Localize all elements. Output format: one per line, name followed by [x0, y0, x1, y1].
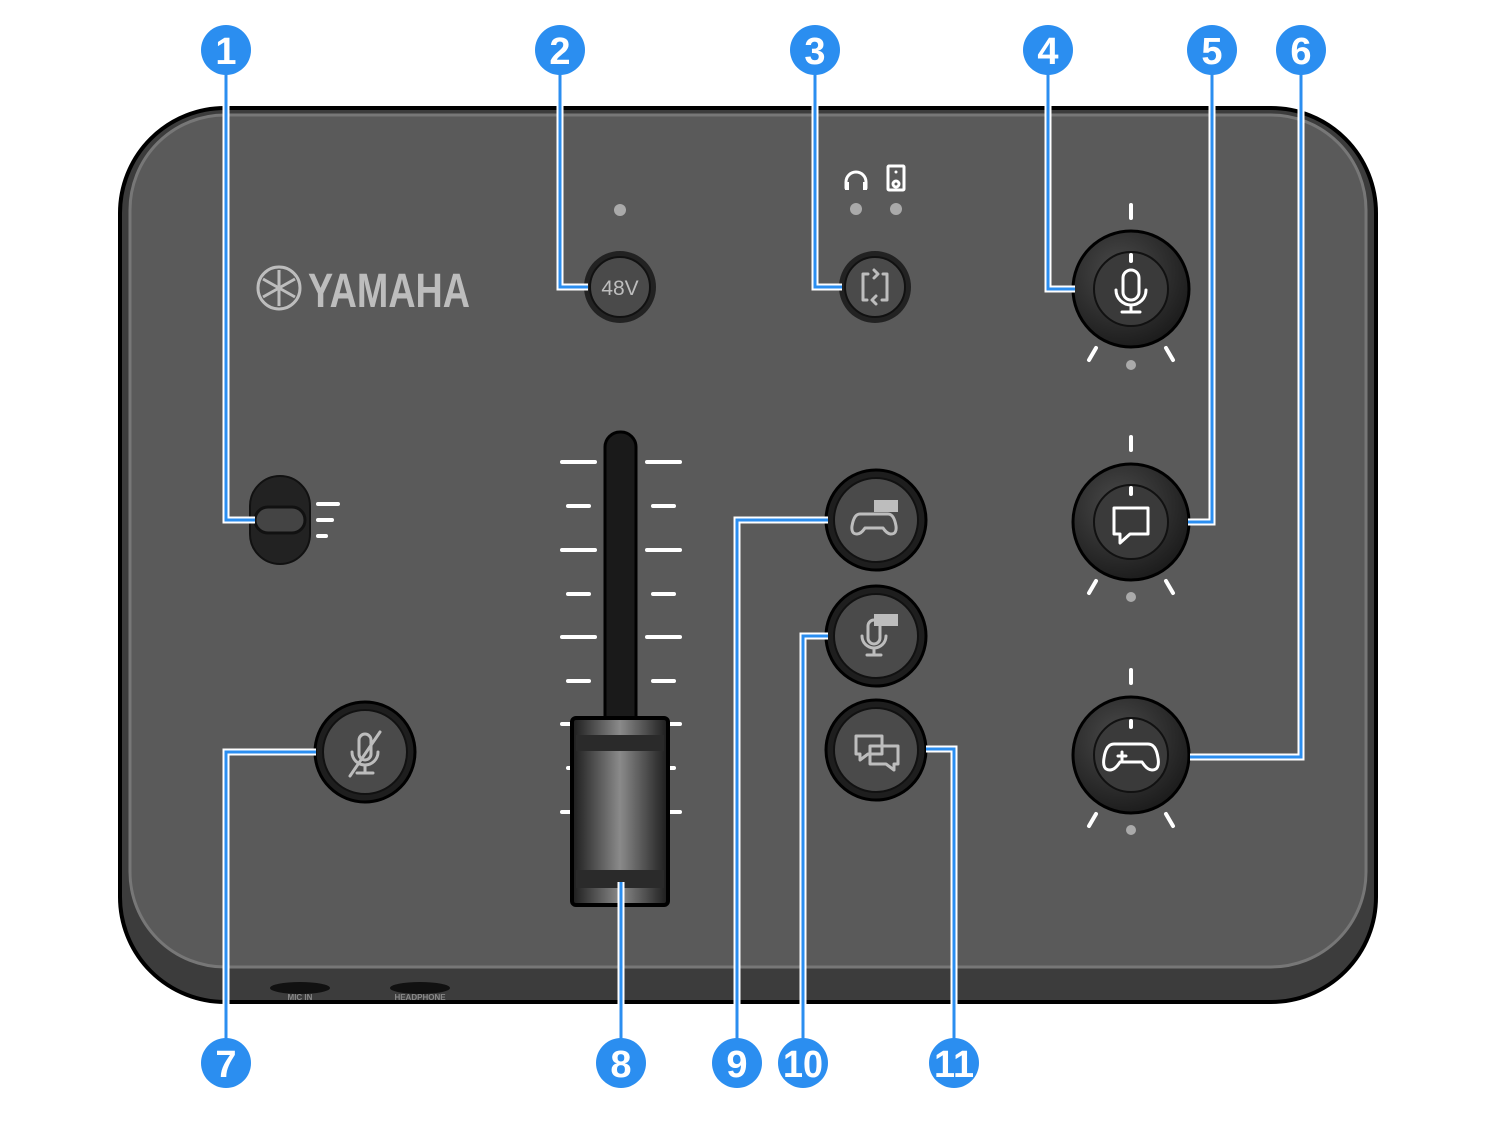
- callout-1: 1: [201, 25, 251, 75]
- main-fader[interactable]: [570, 716, 670, 907]
- phantom-power-button[interactable]: 48V: [584, 251, 656, 323]
- brand-text: YAMAHA: [308, 265, 470, 318]
- svg-text:6: 6: [1290, 31, 1311, 73]
- svg-text:7: 7: [215, 1044, 236, 1086]
- callout-4: 4: [1023, 25, 1073, 75]
- device-body: [118, 106, 1378, 1004]
- headphones-led: [850, 203, 862, 215]
- svg-text:10: 10: [783, 1044, 823, 1086]
- callout-9: 9: [712, 1038, 762, 1088]
- mic-mute-icon: [348, 730, 382, 778]
- mic-mute-button[interactable]: [313, 700, 417, 804]
- output-select-button[interactable]: [839, 251, 911, 323]
- svg-text:1: 1: [215, 31, 236, 73]
- callout-10: 10: [778, 1038, 828, 1088]
- callout-5: 5: [1187, 25, 1237, 75]
- callout-8: 8: [596, 1038, 646, 1088]
- speaker-icon: [886, 164, 906, 192]
- chat-mix-icon: [854, 734, 900, 772]
- headphones-icon: [844, 170, 868, 190]
- svg-text:9: 9: [726, 1044, 747, 1086]
- mic-in-label: MIC IN: [288, 993, 313, 1002]
- callout-11: 11: [929, 1038, 979, 1088]
- tuning-fork-icon: [256, 265, 302, 311]
- callout-6: 6: [1276, 25, 1326, 75]
- mic-in-jack: MIC IN: [270, 982, 330, 1002]
- chat-volume-knob[interactable]: [1071, 435, 1191, 602]
- gamepad-icon: [1102, 742, 1160, 772]
- svg-text:5: 5: [1201, 31, 1222, 73]
- svg-text:11: 11: [934, 1044, 974, 1086]
- swap-icon[interactable]: [861, 268, 889, 306]
- mic-icon: [1114, 268, 1148, 314]
- game-volume-knob[interactable]: [1071, 668, 1191, 835]
- callout-3: 3: [790, 25, 840, 75]
- mic-fx-icon: [860, 614, 898, 657]
- chat-mix-button[interactable]: [824, 698, 928, 802]
- mic-fx-button[interactable]: [824, 584, 928, 688]
- speaker-led: [890, 203, 902, 215]
- mic-volume-knob[interactable]: [1071, 203, 1191, 370]
- headphone-label: HEADPHONE: [394, 993, 446, 1002]
- yamaha-logo: YAMAHA: [256, 265, 470, 318]
- game-fx-icon: [850, 500, 898, 536]
- svg-text:4: 4: [1037, 31, 1058, 73]
- callouts: 1 2 3 4 5 6 7 8 9 10 11: [201, 25, 1326, 1088]
- callout-7: 7: [201, 1038, 251, 1088]
- fader-track: [603, 430, 638, 734]
- phantom-label: 48V: [601, 277, 638, 300]
- svg-text:8: 8: [610, 1044, 631, 1086]
- phantom-led: [614, 204, 626, 216]
- headphone-jack: HEADPHONE: [390, 982, 450, 1002]
- game-fx-button[interactable]: [824, 468, 928, 572]
- svg-text:3: 3: [804, 31, 825, 73]
- callout-2: 2: [535, 25, 585, 75]
- svg-text:2: 2: [549, 31, 570, 73]
- chat-icon: [1112, 506, 1150, 545]
